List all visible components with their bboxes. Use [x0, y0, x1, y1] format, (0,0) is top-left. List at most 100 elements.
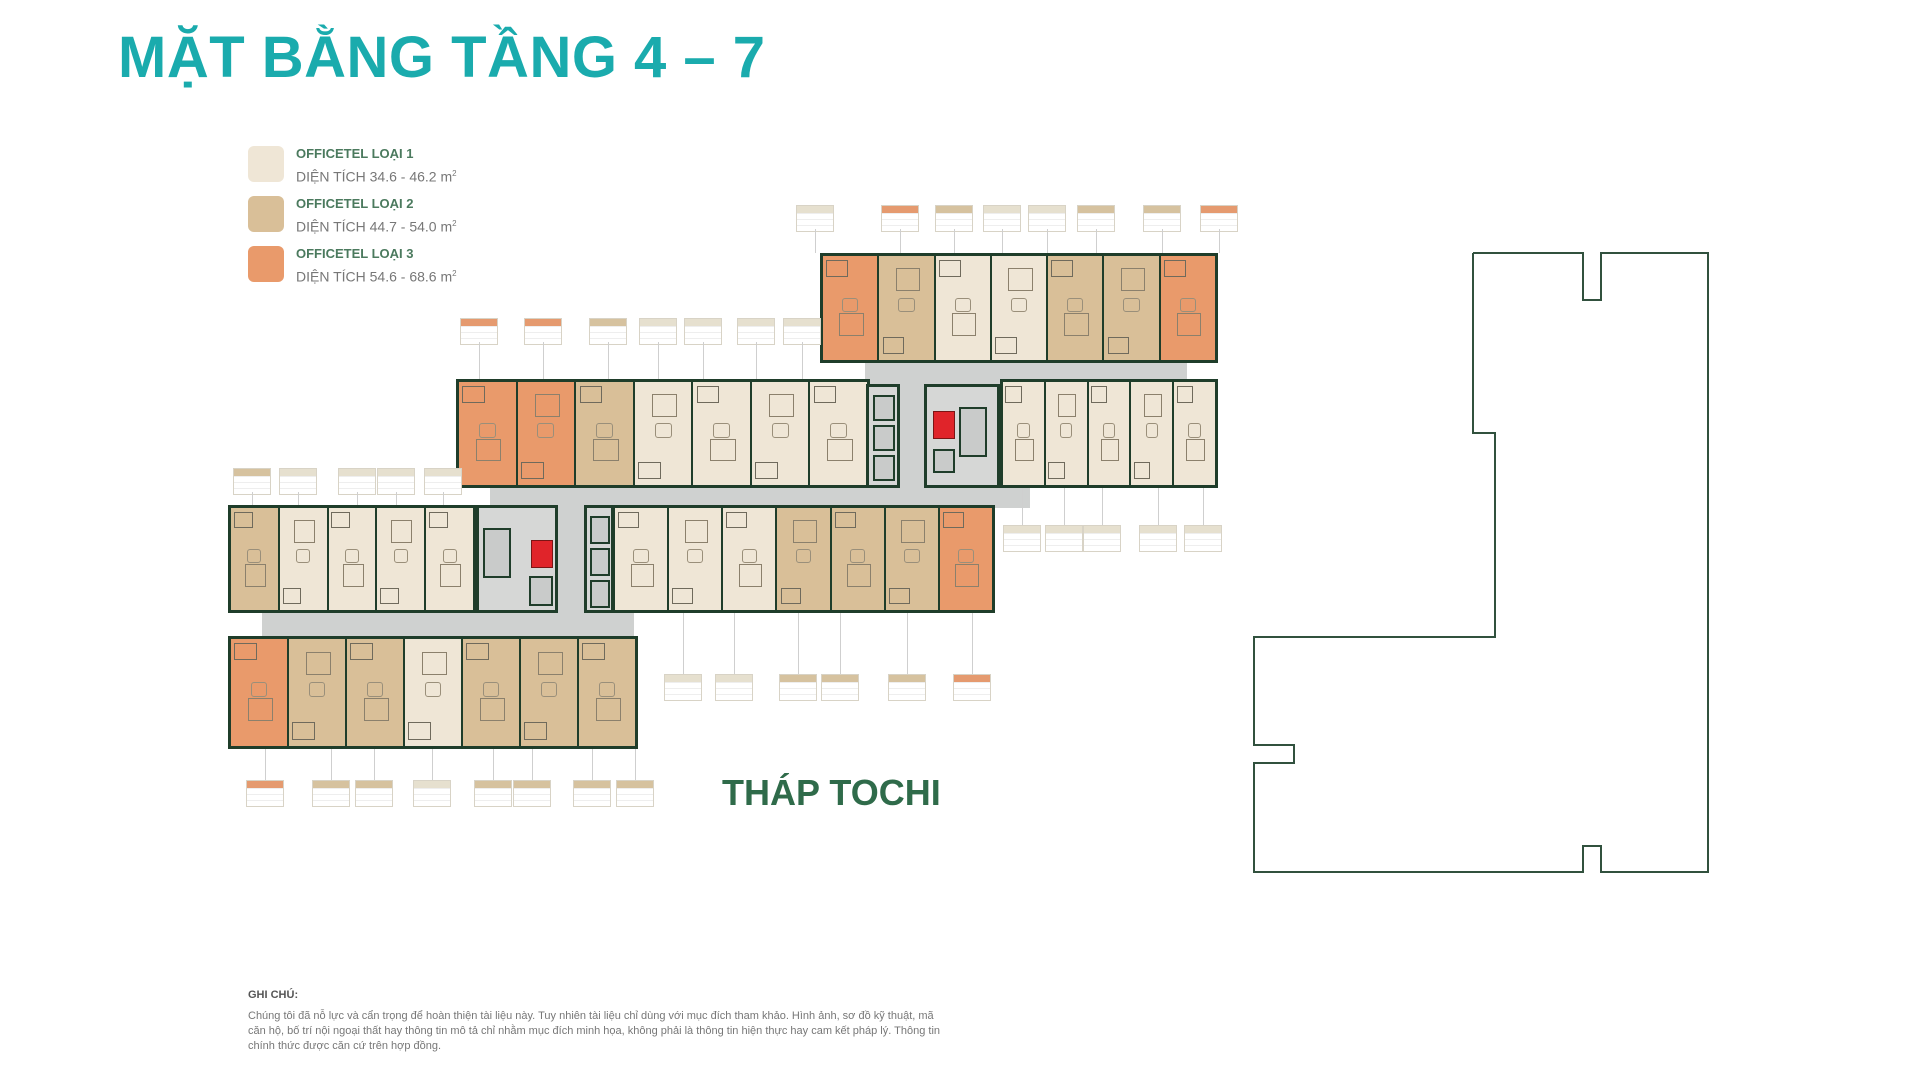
elevator-shaft — [590, 580, 610, 608]
core-lower — [476, 505, 558, 613]
bed — [895, 268, 920, 292]
table — [903, 548, 920, 564]
unit-type2[interactable] — [879, 256, 934, 360]
unit-type1[interactable] — [1131, 382, 1173, 485]
unit-type1[interactable] — [935, 256, 990, 360]
unit-type1[interactable] — [810, 382, 868, 485]
table — [1123, 297, 1140, 313]
bed — [684, 520, 709, 543]
unit-type3[interactable] — [823, 256, 878, 360]
tag-leader-line — [900, 229, 901, 253]
table — [250, 681, 268, 697]
unit-type2[interactable] — [576, 382, 633, 485]
tag-leader-line — [432, 749, 433, 780]
unit-type2[interactable] — [1104, 256, 1159, 360]
unit-tag-type1 — [424, 468, 462, 495]
unit-tag-type1 — [1184, 525, 1222, 552]
unit-type1[interactable] — [426, 508, 473, 610]
unit-type1[interactable] — [751, 382, 809, 485]
bathroom — [938, 260, 961, 277]
unit-tag-type2 — [779, 674, 817, 701]
bathroom — [1133, 462, 1151, 479]
unit-tag-type2 — [1143, 205, 1181, 232]
unit-type2[interactable] — [521, 639, 577, 746]
unit-type3[interactable] — [1160, 256, 1215, 360]
tag-leader-line — [802, 342, 803, 379]
table — [537, 423, 555, 438]
legend-area: DIỆN TÍCH 54.6 - 68.6 m2 — [296, 268, 457, 285]
unit-type2[interactable] — [347, 639, 403, 746]
tag-leader-line — [734, 613, 735, 674]
note-title: GHI CHÚ: — [248, 989, 299, 1001]
unit-type1[interactable] — [405, 639, 461, 746]
bed — [1100, 438, 1120, 462]
bathroom — [1091, 386, 1108, 403]
tag-leader-line — [1219, 229, 1220, 253]
unit-type3[interactable] — [939, 508, 992, 610]
table — [830, 423, 848, 438]
unit-type1[interactable] — [1045, 382, 1087, 485]
table — [366, 681, 384, 697]
unit-type1[interactable] — [991, 256, 1047, 360]
unit-type1[interactable] — [279, 508, 327, 610]
bed — [534, 394, 560, 418]
unit-type2[interactable] — [1048, 256, 1103, 360]
table — [308, 681, 326, 697]
bed — [827, 438, 853, 462]
bed — [951, 313, 977, 337]
unit-type1[interactable] — [328, 508, 376, 610]
unit-type3[interactable] — [517, 382, 575, 485]
unit-tag-type1 — [1045, 525, 1083, 552]
unit-type1[interactable] — [634, 382, 692, 485]
tag-leader-line — [1002, 229, 1003, 253]
bed — [839, 313, 864, 337]
bed — [710, 438, 736, 462]
unit-type3[interactable] — [231, 639, 287, 746]
unit-type2[interactable] — [463, 639, 519, 746]
unit-type1[interactable] — [669, 508, 722, 610]
tag-leader-line — [1047, 229, 1048, 253]
core-lower-lifts — [584, 505, 614, 613]
unit-type2[interactable] — [579, 639, 635, 746]
unit-type1[interactable] — [1174, 382, 1215, 485]
bed — [768, 394, 795, 418]
unit-tag-type2 — [821, 674, 859, 701]
unit-tag-type1 — [338, 468, 376, 495]
table — [954, 297, 971, 313]
corridor-middle — [490, 486, 1030, 508]
legend-area: DIỆN TÍCH 34.6 - 46.2 m2 — [296, 168, 457, 185]
tag-leader-line — [683, 613, 684, 674]
elevator-shaft — [873, 455, 895, 481]
fire-equipment-room — [933, 411, 955, 439]
unit-tag-type2 — [474, 780, 512, 807]
table — [442, 548, 457, 564]
unit-type1[interactable] — [723, 508, 776, 610]
unit-type1[interactable] — [377, 508, 425, 610]
unit-type1[interactable] — [693, 382, 750, 485]
bathroom — [1176, 386, 1193, 403]
unit-type1[interactable] — [1003, 382, 1044, 485]
unit-type1[interactable] — [1088, 382, 1130, 485]
unit-tag-type1 — [783, 318, 821, 345]
unit-type3[interactable] — [459, 382, 516, 485]
unit-type1[interactable] — [615, 508, 668, 610]
table — [393, 548, 408, 564]
unit-type2[interactable] — [831, 508, 884, 610]
unit-type2[interactable] — [777, 508, 830, 610]
unit-type2[interactable] — [231, 508, 278, 610]
tag-leader-line — [479, 342, 480, 379]
bathroom — [582, 643, 605, 661]
elevator-shaft — [873, 425, 895, 451]
unit-block-middle-lower-left — [228, 505, 476, 613]
tag-leader-line — [907, 613, 908, 674]
bed — [479, 697, 505, 722]
table — [247, 548, 262, 564]
unit-type2[interactable] — [885, 508, 938, 610]
elevator-shaft — [873, 395, 895, 421]
bed — [293, 520, 315, 543]
bed — [342, 564, 364, 587]
unit-tag-type3 — [953, 674, 991, 701]
unit-type2[interactable] — [289, 639, 345, 746]
unit-tag-type2 — [1077, 205, 1115, 232]
bathroom — [672, 587, 694, 604]
